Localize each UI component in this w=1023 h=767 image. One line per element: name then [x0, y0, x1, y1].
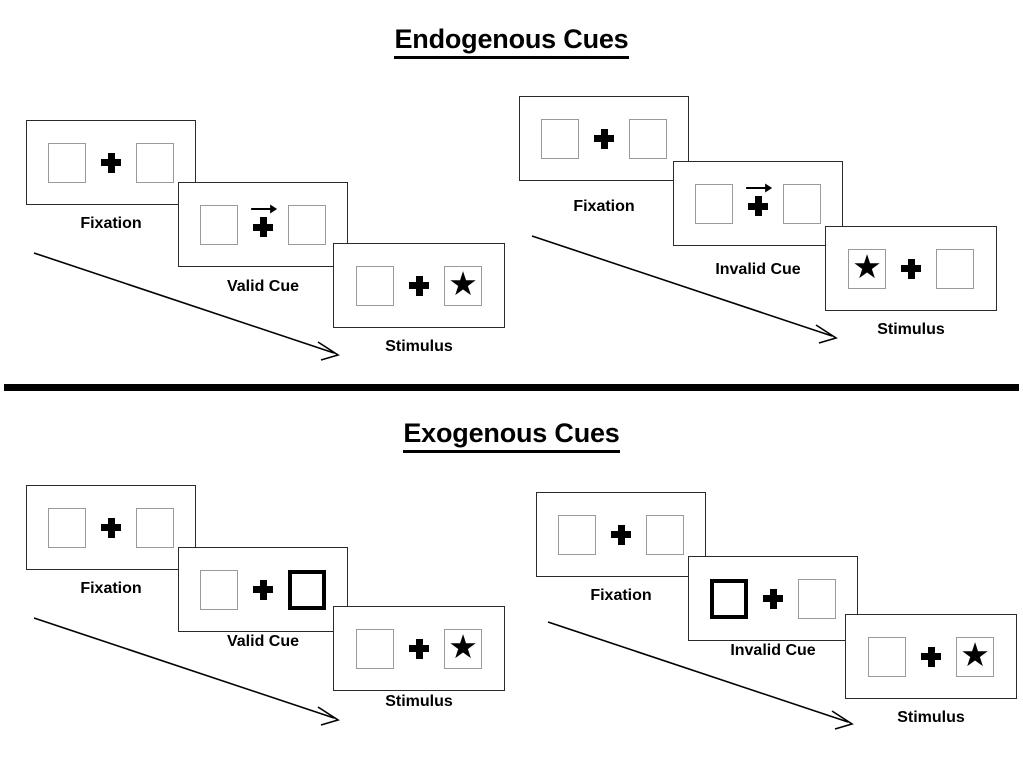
stim-box-left	[695, 183, 733, 224]
panel-endogenous-invalid-fixation	[519, 96, 689, 181]
panel-endogenous-invalid-stimulus: ★	[825, 226, 997, 311]
arrow-right-icon	[746, 183, 773, 192]
stim-box-right	[136, 507, 174, 548]
panel-exogenous-valid-stimulus: ★	[333, 606, 505, 691]
fixation-cross	[408, 629, 430, 669]
fixation-cross	[100, 143, 122, 183]
stim-box-right	[783, 183, 821, 224]
panel-label-fixation: Fixation	[80, 580, 142, 597]
panel-exogenous-invalid-stimulus: ★	[845, 614, 1017, 699]
stim-box-right-cued	[288, 569, 326, 610]
stim-box-left	[541, 118, 579, 159]
flow-arrow-endogenous-invalid	[531, 235, 838, 344]
fixation-cross	[762, 579, 784, 619]
panel-endogenous-valid-fixation	[26, 120, 196, 205]
panel-label-stimulus: Stimulus	[385, 338, 453, 355]
stim-box-left	[356, 628, 394, 669]
fixation-cross	[900, 249, 922, 289]
panel-exogenous-valid-fixation	[26, 485, 196, 570]
section-exogenous: Exogenous Cues Fixation Valid Cue ★ Stim…	[0, 392, 1023, 767]
stim-box-left	[48, 507, 86, 548]
section-endogenous: Endogenous Cues Fixation Valid Cue	[0, 0, 1023, 383]
panel-label-fixation: Fixation	[590, 587, 652, 604]
fixation-cross-with-arrow-cue	[251, 204, 278, 245]
stim-box-right-with-target: ★	[956, 636, 994, 677]
stim-box-left	[48, 142, 86, 183]
star-icon: ★	[960, 636, 990, 674]
fixation-cross	[593, 119, 615, 159]
section-title-text: Exogenous Cues	[403, 418, 620, 453]
panel-exogenous-valid-cue	[178, 547, 348, 632]
stim-box-right	[288, 204, 326, 245]
stim-box-right	[798, 578, 836, 619]
stim-box-left-cued	[710, 578, 748, 619]
stim-box-left	[200, 569, 238, 610]
arrow-right-icon	[251, 204, 278, 213]
stim-box-left	[200, 204, 238, 245]
stim-box-left	[868, 636, 906, 677]
panel-label-valid-cue: Valid Cue	[226, 633, 300, 650]
stim-box-right	[936, 248, 974, 289]
star-icon: ★	[852, 248, 882, 286]
panel-label-invalid-cue: Invalid Cue	[730, 642, 816, 659]
stim-box-left	[356, 265, 394, 306]
stim-box-right	[629, 118, 667, 159]
stim-box-right	[646, 514, 684, 555]
fixation-cross-with-arrow-cue	[746, 183, 773, 224]
fixation-cross	[408, 266, 430, 306]
panel-exogenous-invalid-cue	[688, 556, 858, 641]
fixation-cross	[100, 508, 122, 548]
panel-label-valid-cue: Valid Cue	[226, 278, 300, 295]
stim-box-right-with-target: ★	[444, 265, 482, 306]
panel-label-stimulus: Stimulus	[897, 709, 965, 726]
stim-box-left-with-target: ★	[848, 248, 886, 289]
panel-label-stimulus: Stimulus	[877, 321, 945, 338]
stim-box-right-with-target: ★	[444, 628, 482, 669]
section-title-exogenous: Exogenous Cues	[0, 418, 1023, 453]
fixation-cross	[610, 515, 632, 555]
section-title-text: Endogenous Cues	[394, 24, 629, 59]
star-icon: ★	[448, 628, 478, 666]
section-title-endogenous: Endogenous Cues	[0, 24, 1023, 59]
panel-exogenous-invalid-fixation	[536, 492, 706, 577]
panel-label-invalid-cue: Invalid Cue	[715, 261, 801, 278]
fixation-cross	[252, 570, 274, 610]
panel-label-stimulus: Stimulus	[385, 693, 453, 710]
panel-endogenous-invalid-cue	[673, 161, 843, 246]
section-divider	[4, 384, 1019, 391]
panel-label-fixation: Fixation	[573, 198, 635, 215]
stim-box-left	[558, 514, 596, 555]
fixation-cross	[920, 637, 942, 677]
panel-endogenous-valid-cue	[178, 182, 348, 267]
stim-box-right	[136, 142, 174, 183]
panel-endogenous-valid-stimulus: ★	[333, 243, 505, 328]
star-icon: ★	[448, 265, 478, 303]
panel-label-fixation: Fixation	[80, 215, 142, 232]
